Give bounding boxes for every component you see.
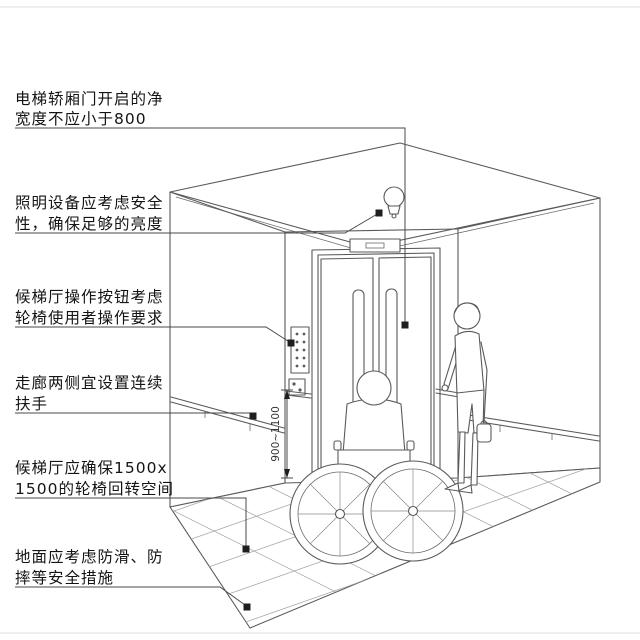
hall-indicator-readout [365, 242, 385, 249]
push-handle-right [406, 440, 415, 451]
person-left-hand [441, 384, 449, 392]
marker-handrails [249, 412, 257, 420]
label-turning-space-line1: 候梯厅应确保1500x [15, 458, 168, 477]
leader-lighting [15, 212, 380, 234]
label-handrails-line1: 走廊两侧宜设置连续 [15, 374, 164, 392]
marker-floor-safety [243, 603, 251, 611]
person-right-leg [470, 432, 479, 486]
annotation-labels: 电梯轿厢门开启的净 宽度不应小于800 照明设备应考虑安全 性，确保足够的亮度 … [15, 90, 174, 587]
label-call-buttons-line1: 候梯厅操作按钮考虑 [15, 288, 164, 306]
back-wall-handrail-right [435, 388, 460, 398]
label-door-width-line1: 电梯轿厢门开启的净 [15, 90, 164, 108]
leader-lines [15, 127, 409, 611]
label-lighting-line1: 照明设备应考虑安全 [15, 193, 164, 212]
label-door-width-line2: 宽度不应小于800 [15, 109, 147, 128]
dimension-handrail-height: 900~1100 [270, 406, 282, 462]
wheelchair-user [289, 370, 464, 565]
right-wall-handrail [461, 413, 600, 442]
person-left-foot [444, 482, 460, 492]
hand-bag [476, 423, 492, 443]
leader-floor-safety [15, 586, 246, 606]
left-wall-handrail [170, 396, 285, 434]
marker-turning-space [242, 545, 250, 553]
back-wall-top-edge [284, 228, 459, 233]
label-turning-space-line2: 1500的轮椅回转空间 [15, 480, 174, 498]
label-floor-safety-line2: 摔等安全措施 [15, 569, 114, 587]
leader-call-buttons [15, 326, 292, 344]
door-vision-panel-right [385, 288, 398, 420]
label-handrails-line2: 扶手 [15, 395, 48, 413]
back-wall-handrail-left [285, 390, 312, 399]
label-call-buttons-line2: 轮椅使用者操作要求 [15, 309, 164, 327]
wheelchair-user-head [356, 370, 392, 406]
label-floor-safety-line1: 地面应考虑防滑、防 [15, 547, 164, 566]
wheelchair-user-torso [342, 398, 406, 455]
person-right-foot [457, 484, 473, 494]
push-handle-left [333, 440, 342, 451]
label-lighting-line2: 性，确保足够的亮度 [15, 215, 164, 233]
leader-door-width [15, 127, 406, 322]
marker-lighting [375, 209, 383, 217]
handrail-height-dimension: 900~1100 [270, 389, 293, 479]
marker-call-buttons [287, 339, 295, 347]
lamp-icon [387, 205, 401, 215]
marker-door-width [401, 321, 409, 329]
ceiling-light [383, 186, 405, 219]
ceiling-light-ring-icon [383, 186, 405, 208]
wheelchair-wheel-right [362, 460, 464, 562]
person-torso [454, 330, 485, 397]
standing-person [441, 302, 492, 494]
person-right-arm [480, 341, 488, 423]
hall-call-button-panel [288, 326, 310, 396]
person-left-leg [457, 431, 466, 484]
person-hair [454, 302, 480, 313]
leader-turning-space [15, 497, 247, 546]
